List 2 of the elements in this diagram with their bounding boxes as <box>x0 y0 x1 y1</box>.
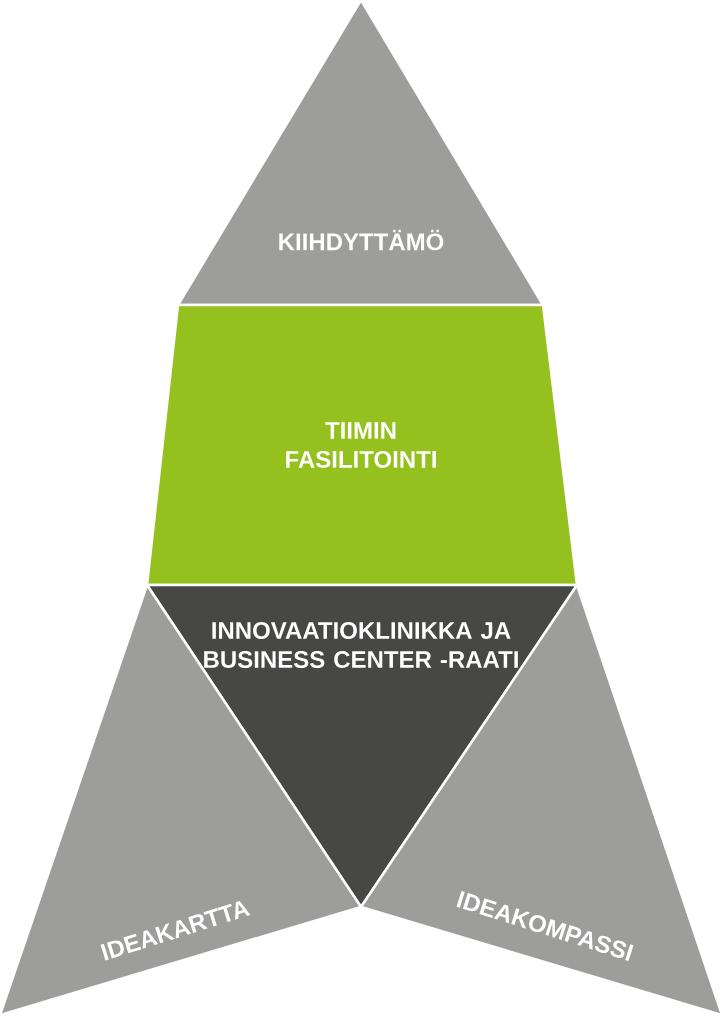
trapezoid-section: TIIMIN FASILITOINTI <box>145 303 579 587</box>
triangle-section: KIIHDYTTÄMÖ <box>176 0 545 307</box>
